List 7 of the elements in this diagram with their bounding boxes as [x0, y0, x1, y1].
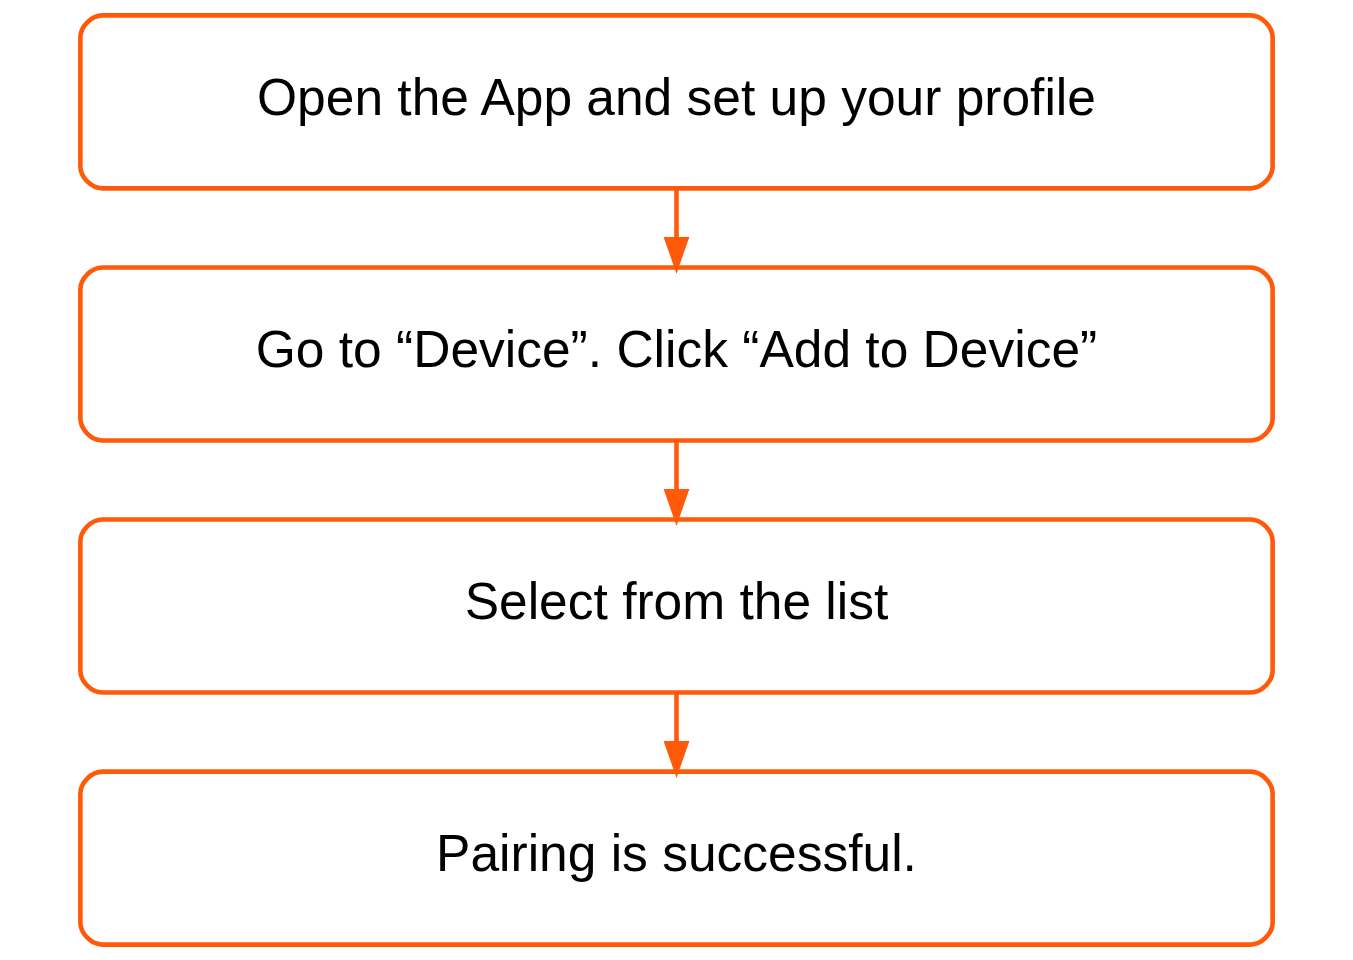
- arrow: [663, 440, 690, 526]
- arrow: [663, 692, 690, 778]
- node-box: Go to “Device”. Click “Add to Device”: [78, 265, 1275, 443]
- arrow: [663, 188, 690, 274]
- node-box: Pairing is successful.: [78, 769, 1275, 947]
- node-box: Open the App and set up your profile: [78, 13, 1275, 191]
- node-box: Select from the list: [78, 517, 1275, 695]
